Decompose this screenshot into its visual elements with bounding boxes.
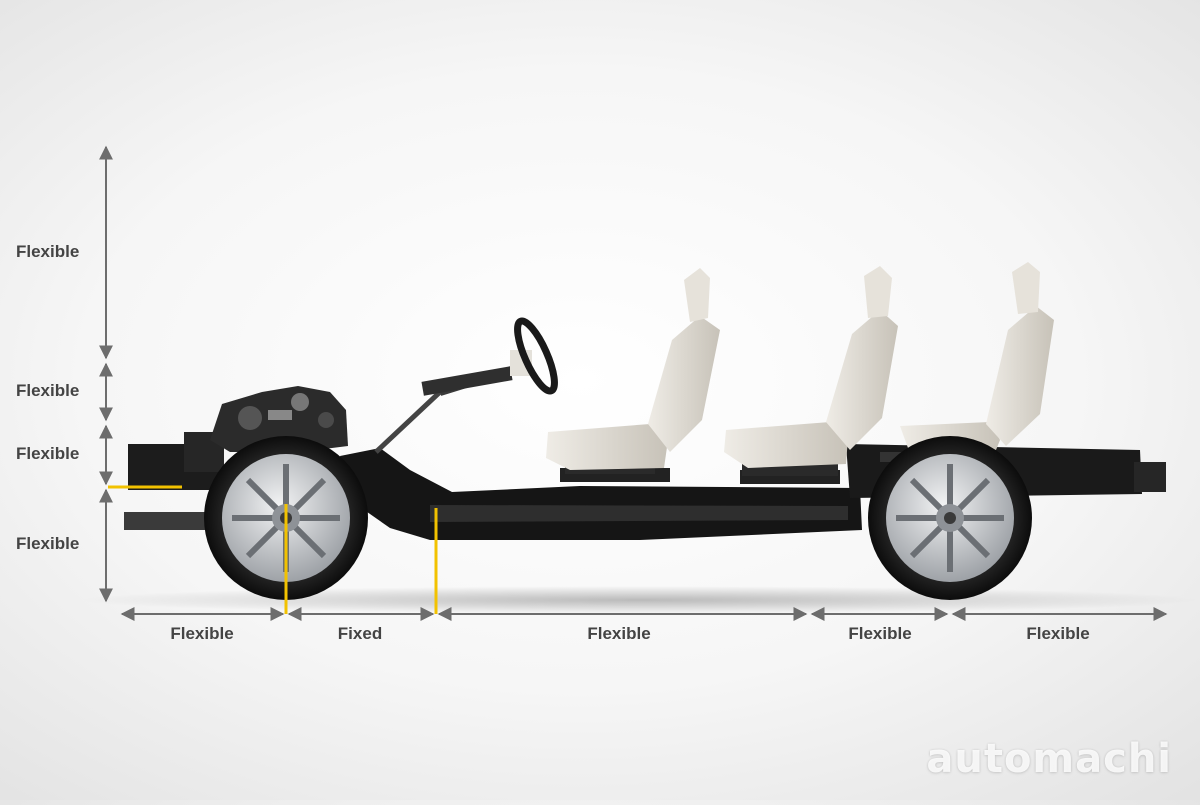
fixed-section-markers xyxy=(108,485,438,614)
horizontal-label-rear-overhang: Flexible xyxy=(1026,624,1090,643)
horizontal-label-rear-axle: Flexible xyxy=(848,624,912,643)
steering-assembly xyxy=(374,317,558,454)
middle-seat xyxy=(724,266,898,476)
front-seat xyxy=(546,268,720,474)
vertical-label-bottom: Flexible xyxy=(16,534,80,553)
horizontal-label-front-overhang: Flexible xyxy=(170,624,234,643)
watermark-logo: automachi xyxy=(926,736,1172,782)
vertical-label-top: Flexible xyxy=(16,242,80,261)
rear-wheel xyxy=(868,436,1032,600)
vertical-label-lower-middle: Flexible xyxy=(16,444,80,463)
steering-wheel-icon xyxy=(514,317,558,395)
horizontal-label-fixed-section: Fixed xyxy=(337,624,383,643)
vertical-label-upper-middle: Flexible xyxy=(16,381,80,400)
horizontal-label-wheelbase: Flexible xyxy=(587,624,651,643)
rear-seat xyxy=(900,262,1054,450)
